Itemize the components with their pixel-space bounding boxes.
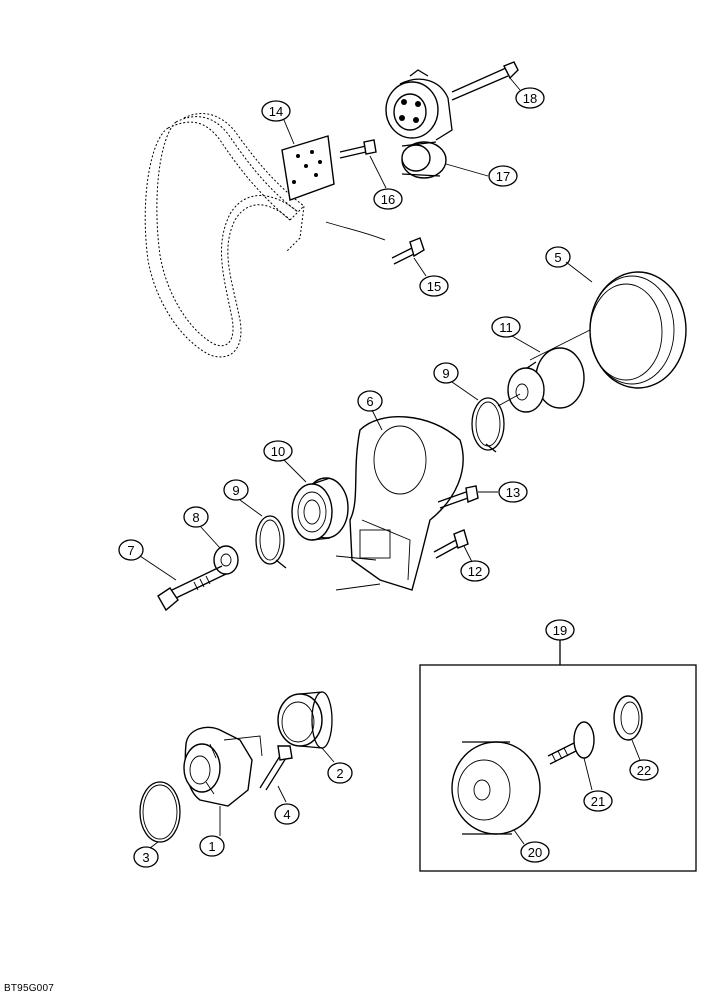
bracket-bolt [339,139,377,159]
callout-21: 21 [583,757,613,812]
callout-1: 1 [199,806,225,857]
callout-15: 15 [413,257,449,297]
callout-label-9-lower: 9 [232,483,239,498]
callout-7: 7 [118,539,177,581]
washer-and-bolt [157,545,239,612]
callout-17: 17 [445,163,518,187]
pump-bolt [259,745,293,791]
callout-label-8: 8 [192,510,199,525]
callout-14: 14 [261,100,295,145]
snap-ring-upper [471,397,505,453]
callout-label-10: 10 [271,444,285,459]
belt-tensioner-assembly [385,61,519,179]
callout-label-13: 13 [506,485,520,500]
callout-10: 10 [263,440,307,483]
callout-label-17: 17 [496,169,510,184]
callout-13: 13 [478,481,528,503]
callout-20: 20 [513,829,550,863]
callout-label-2: 2 [336,766,343,781]
callout-label-9-upper: 9 [442,366,449,381]
callout-19: 19 [545,619,575,641]
callout-6: 6 [357,390,383,431]
callout-label-19: 19 [553,623,567,638]
idler-housing [300,416,464,591]
pump-o-ring [139,781,181,843]
callout-label-22: 22 [637,763,651,778]
callout-16: 16 [369,155,403,210]
callout-18: 18 [509,77,545,109]
tensioner-bracket [281,135,335,201]
bracket-bolt-lower [391,237,425,265]
callout-5: 5 [545,246,593,283]
callout-4: 4 [274,785,300,825]
snap-ring-lower [255,515,287,569]
callout-9-lower: 9 [223,479,263,517]
callout-label-11: 11 [499,320,513,335]
figure-reference-code: BT95G007 [4,983,54,994]
drive-belt [144,113,386,358]
callout-label-12: 12 [468,564,482,579]
water-pump [183,726,263,807]
idler-kit-box [419,640,697,872]
callout-label-3: 3 [142,850,149,865]
callout-label-7: 7 [127,543,134,558]
callout-label-14: 14 [269,104,283,119]
pump-sleeve [277,691,333,749]
callout-label-16: 16 [381,192,395,207]
callout-label-20: 20 [528,845,542,860]
callout-label-5: 5 [554,250,561,265]
pulley-hub [497,347,585,413]
callout-12: 12 [460,545,490,582]
callout-8: 8 [183,506,221,549]
callout-label-6: 6 [366,394,373,409]
crankshaft-pulley [529,271,687,389]
callout-2: 2 [321,747,353,784]
callout-9-upper: 9 [433,362,479,401]
callout-label-4: 4 [283,807,290,822]
idler-bearing [291,477,349,541]
housing-bolt-upper [437,485,479,509]
callout-11: 11 [491,316,541,353]
callout-label-21: 21 [591,794,605,809]
callout-3: 3 [133,841,159,868]
callout-label-18: 18 [523,91,537,106]
callout-label-1: 1 [208,839,215,854]
callout-22: 22 [629,739,659,781]
housing-bolt-lower [433,529,469,559]
callout-label-15: 15 [427,279,441,294]
